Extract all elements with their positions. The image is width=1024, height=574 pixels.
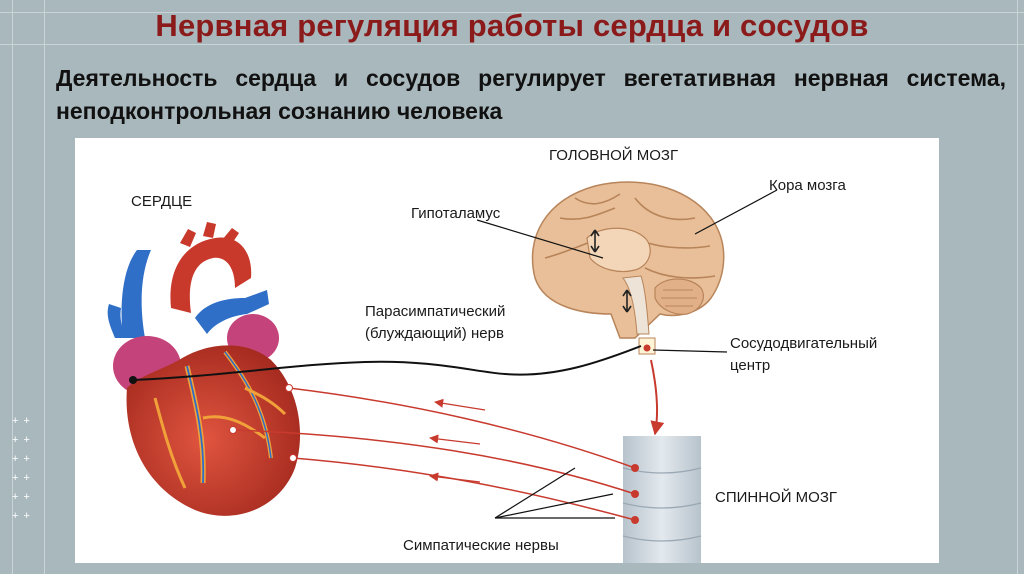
label-brain: ГОЛОВНОЙ МОЗГ <box>549 146 678 164</box>
leader-line <box>494 467 576 519</box>
frame-line <box>0 44 1024 45</box>
plus-mark: + + <box>12 510 31 522</box>
plus-mark: + + <box>12 453 31 465</box>
label-spinal-cord: СПИННОЙ МОЗГ <box>715 488 837 506</box>
slide-subtitle: Деятельность сердца и сосудов регулирует… <box>56 65 1006 124</box>
label-parasympathetic-line2: (блуждающий) нерв <box>365 325 504 342</box>
frame-line <box>44 0 45 574</box>
diagram-svg: СЕРДЦЕ ГОЛОВНОЙ МОЗГ Кора мозга Гипотала… <box>107 146 877 563</box>
label-parasympathetic-line1: Парасимпатический <box>365 303 505 320</box>
sympathetic-nerve <box>288 387 636 469</box>
plus-mark: + + <box>12 472 31 484</box>
aorta <box>170 237 252 313</box>
label-hypothalamus: Гипоталамус <box>411 205 501 222</box>
label-sympathetic: Симпатические нервы <box>403 537 559 554</box>
label-cortex: Кора мозга <box>769 177 846 194</box>
plus-mark: + + <box>12 491 31 503</box>
leader-line <box>694 189 778 235</box>
frame-line <box>12 0 13 574</box>
frame-line <box>0 12 1024 13</box>
parasympathetic-nerve <box>132 345 642 381</box>
descending-arrow <box>650 359 665 436</box>
decorative-plus-marks: + + + + + + + + + + + + <box>12 412 42 526</box>
ventricles <box>126 345 301 516</box>
sympathetic-nerve <box>292 457 636 521</box>
leader-line <box>652 349 728 353</box>
slide-title: Нервная регуляция работы сердца и сосудо… <box>155 8 869 43</box>
pulmonary-artery <box>195 290 269 334</box>
superior-vena-cava <box>121 250 151 338</box>
leader-line <box>476 219 604 259</box>
spinal-cord-illustration <box>622 436 702 563</box>
plus-mark: + + <box>12 434 31 446</box>
sympathetic-nerve <box>232 429 636 495</box>
brain-illustration <box>531 181 725 355</box>
label-vasomotor-line2: центр <box>730 357 770 374</box>
plus-mark: + + <box>12 415 31 427</box>
diagram-panel: СЕРДЦЕ ГОЛОВНОЙ МОЗГ Кора мозга Гипотала… <box>75 138 939 563</box>
leader-line <box>494 493 614 519</box>
label-vasomotor-line1: Сосудодвигательный <box>730 335 877 352</box>
frame-line <box>1017 0 1018 574</box>
label-heart: СЕРДЦЕ <box>131 193 192 210</box>
